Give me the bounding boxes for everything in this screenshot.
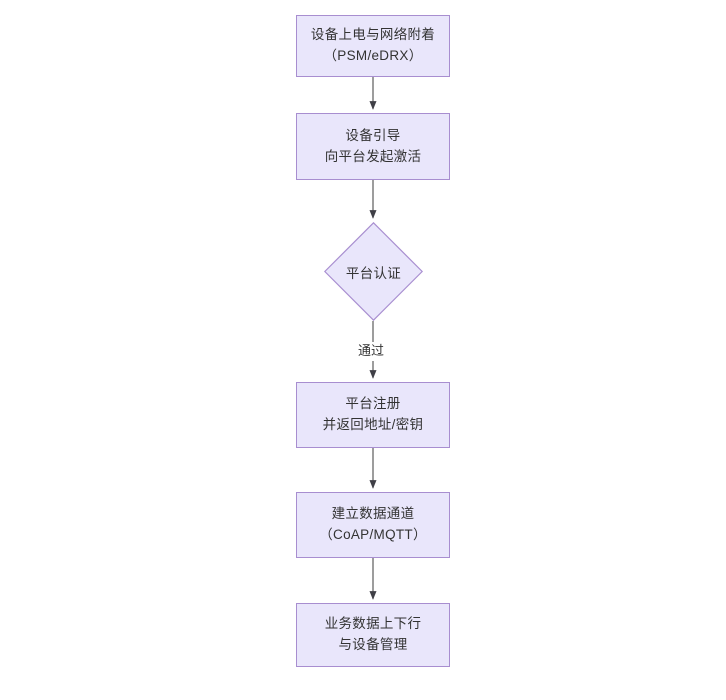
node-data-channel[interactable]: 建立数据通道 （CoAP/MQTT）	[296, 492, 450, 558]
node-line: 业务数据上下行	[324, 616, 422, 632]
node-line: 设备引导	[345, 127, 401, 143]
node-line: （PSM/eDRX）	[323, 48, 423, 63]
node-line: 建立数据通道	[331, 506, 415, 522]
node-line: （CoAP/MQTT）	[319, 527, 427, 542]
edge-label-pass: 通过	[355, 342, 388, 361]
node-line: 平台注册	[345, 396, 401, 412]
node-line: 并返回地址/密钥	[322, 417, 424, 432]
node-line: 平台认证	[345, 265, 402, 281]
node-line: 设备上电与网络附着	[310, 27, 436, 43]
node-platform-registration[interactable]: 平台注册 并返回地址/密钥	[296, 382, 450, 448]
node-platform-authentication[interactable]: 平台认证	[324, 222, 423, 321]
node-business-data-and-device-management[interactable]: 业务数据上下行 与设备管理	[296, 603, 450, 667]
node-line: 向平台发起激活	[324, 148, 422, 164]
diamond-shape	[324, 222, 423, 321]
node-device-bootstrap[interactable]: 设备引导 向平台发起激活	[296, 113, 450, 180]
node-device-power-on[interactable]: 设备上电与网络附着 （PSM/eDRX）	[296, 15, 450, 77]
node-line: 与设备管理	[338, 637, 408, 652]
